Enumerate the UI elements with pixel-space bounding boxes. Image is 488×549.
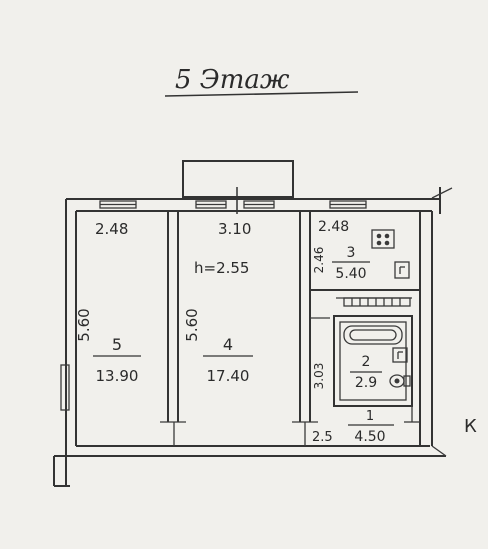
room-4-area: 17.40 (207, 367, 250, 385)
room-3-area: 5.40 (335, 266, 366, 282)
toilet-icon (389, 374, 411, 388)
room-2-length: 3.03 (312, 363, 326, 390)
room-5-number: 5 (112, 335, 122, 354)
room-3-width: 2.48 (318, 219, 349, 235)
room-5-area: 13.90 (96, 367, 139, 385)
room-2-number: 2 (362, 354, 371, 370)
room-4-number: 4 (223, 335, 233, 354)
ceiling-height: h=2.55 (194, 259, 249, 277)
edge-mark: К (464, 416, 477, 437)
room-5-length: 5.60 (75, 308, 93, 341)
room-1-width: 2.5 (312, 430, 333, 445)
stove-icon (371, 229, 395, 249)
washbasin-icon (392, 347, 408, 363)
interior-walls (160, 211, 420, 446)
outer-walls (53, 187, 453, 487)
windows (60, 200, 367, 411)
room-1-area: 4.50 (354, 429, 385, 445)
bathtub-icon (343, 325, 403, 345)
title-underline (164, 91, 359, 97)
room-4-width: 3.10 (218, 220, 251, 238)
room-4-length: 5.60 (183, 308, 201, 341)
room-5-width: 2.48 (95, 220, 128, 238)
radiator-icon (343, 297, 411, 307)
room-3-number: 3 (347, 245, 356, 261)
room-1-number: 1 (366, 409, 374, 424)
kitchen-sink-icon (394, 261, 410, 279)
floor-title: 5 Этаж (175, 65, 290, 95)
room-2-area: 2.9 (355, 375, 377, 391)
room-3-length: 2.46 (312, 247, 326, 274)
balcony (182, 160, 294, 198)
